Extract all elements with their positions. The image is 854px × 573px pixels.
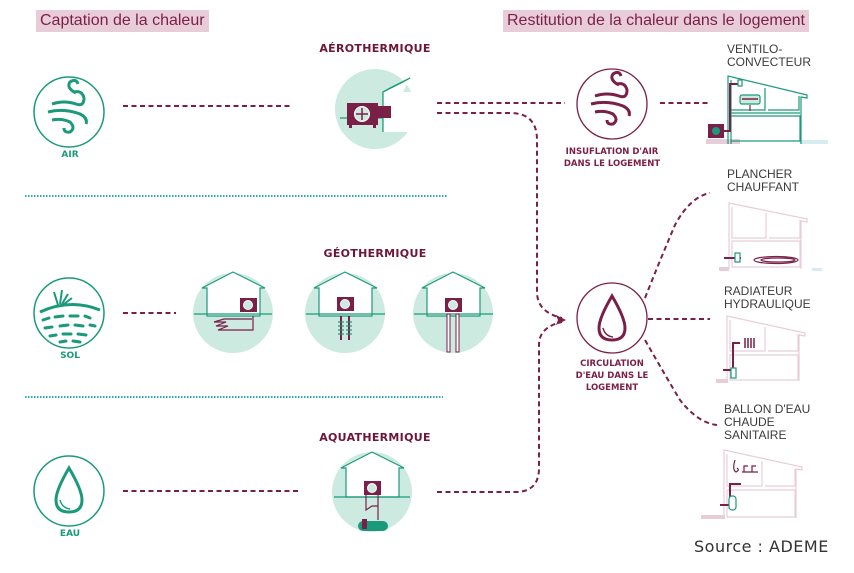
- soil-source-icon: [33, 277, 105, 349]
- emitter-label-radiateur-line1: RADIATEUR: [724, 284, 793, 298]
- ballon-eau-chaude-house-icon: [701, 449, 803, 519]
- emitter-label-ventilo: VENTILO- CONVECTEUR: [727, 43, 811, 69]
- emitter-label-radiateur-line2: HYDRAULIQUE: [724, 297, 811, 311]
- circulation-label-line1: CIRCULATION: [580, 359, 644, 369]
- insufflation-label: INSUFLATION D'AIR DANS LE LOGEMENT: [552, 146, 672, 170]
- tech-label-geothermique: GÉOTHERMIQUE: [323, 247, 427, 260]
- circulation-label-line2: D'EAU DANS LE: [575, 371, 649, 381]
- connector-circulation-ballon: [644, 339, 718, 426]
- radiateur-hydraulique-house-icon: [716, 315, 806, 383]
- emitter-label-ballon: BALLON D'EAU CHAUDE SANITAIRE: [724, 403, 810, 442]
- emitter-label-ventilo-line2: CONVECTEUR: [727, 55, 812, 69]
- connector-aero-circulation: [437, 112, 563, 319]
- aquathermal-heat-pump-icon: [332, 451, 412, 532]
- tech-label-aquathermique: AQUATHERMIQUE: [319, 431, 431, 444]
- emitter-label-ballon-line2: CHAUDE: [724, 415, 775, 429]
- emitter-label-ventilo-line1: VENTILO-: [727, 42, 783, 56]
- emitter-label-ballon-line1: BALLON D'EAU: [724, 402, 811, 416]
- emitter-label-ballon-line3: SANITAIRE: [724, 428, 787, 442]
- ventilo-convecteur-house-icon: [706, 75, 828, 144]
- circulation-label-line3: LOGEMENT: [585, 383, 639, 393]
- emitter-label-radiateur: RADIATEUR HYDRAULIQUE: [724, 285, 811, 311]
- insufflation-air-icon: [576, 68, 648, 140]
- water-source-icon: [33, 455, 105, 527]
- connector-aqua-circulation: [437, 321, 563, 493]
- source-label-air: AIR: [61, 150, 79, 160]
- geothermal-horizontal-icon: [193, 271, 273, 353]
- circulation-eau-icon: [576, 282, 648, 354]
- air-source-icon: [33, 76, 105, 148]
- source-label-sol: SOL: [60, 351, 80, 361]
- source-label-eau: EAU: [59, 529, 81, 539]
- emitter-label-plancher-line1: PLANCHER: [727, 167, 793, 181]
- tech-label-aerothermique: AÉROTHERMIQUE: [319, 42, 431, 55]
- connector-circulation-plancher: [644, 192, 711, 299]
- air-heat-pump-icon: [335, 69, 415, 149]
- insufflation-label-line2: DANS LE LOGEMENT: [563, 159, 661, 169]
- geothermal-vertical-icon: [413, 271, 493, 353]
- emitter-label-plancher: PLANCHER CHAUFFANT: [727, 168, 799, 194]
- emitter-label-plancher-line2: CHAUFFANT: [727, 180, 799, 194]
- plancher-chauffant-house-icon: [719, 202, 822, 271]
- insufflation-label-line1: INSUFLATION D'AIR: [565, 147, 659, 157]
- source-credit: Source : ADEME: [694, 537, 829, 556]
- circulation-label: CIRCULATION D'EAU DANS LE LOGEMENT: [562, 358, 662, 394]
- restitution-header: Restitution de la chaleur dans le logeme…: [503, 10, 809, 32]
- capture-header: Captation de la chaleur: [36, 10, 209, 32]
- arrow-head: [556, 315, 566, 325]
- geothermal-vertical-probe-icon: [305, 271, 385, 353]
